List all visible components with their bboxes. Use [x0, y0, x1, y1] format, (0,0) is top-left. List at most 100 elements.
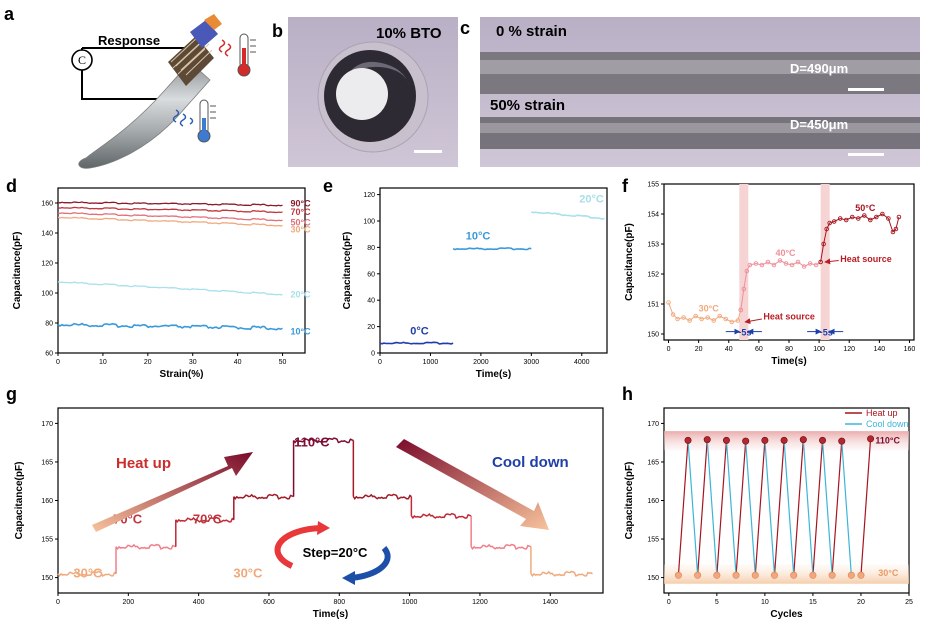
- band-30: [664, 564, 909, 584]
- cool-down-arrow: [396, 439, 549, 530]
- x-tick-label: 1400: [542, 599, 558, 606]
- panel-label-f: f: [622, 176, 629, 196]
- y-tick-label: 120: [41, 261, 53, 268]
- x-tick-label: 10: [99, 359, 107, 366]
- y-tick-label: 160: [41, 498, 53, 505]
- legend-cool-label: Cool down: [866, 419, 909, 429]
- series-line: [57, 322, 283, 331]
- x-tick-label: 60: [755, 346, 763, 353]
- heat-window: [739, 184, 749, 340]
- step-label: 30°C: [233, 565, 263, 580]
- step-label: 110°C: [294, 434, 330, 449]
- x-axis-label: Time(s): [771, 356, 806, 367]
- series-line: [57, 206, 283, 214]
- series-line: [352, 493, 412, 500]
- y-tick-label: 160: [41, 201, 53, 208]
- heat-up-segment: [697, 439, 708, 576]
- data-point: [847, 571, 855, 579]
- data-point: [703, 436, 711, 444]
- data-point: [732, 571, 740, 579]
- x-tick-label: 0: [56, 599, 60, 606]
- x-tick-label: 20: [144, 359, 152, 366]
- legend-heat-label: Heat up: [866, 408, 898, 418]
- duration-label: ~5s: [736, 328, 751, 338]
- y-tick-label: 150: [647, 332, 659, 339]
- x-tick-label: 3000: [524, 359, 540, 366]
- data-point: [818, 259, 823, 265]
- heat-source-arrow: [744, 318, 762, 325]
- band-label: 110°C: [875, 435, 900, 445]
- y-tick-label: 170: [647, 421, 659, 428]
- y-tick-label: 154: [647, 212, 659, 219]
- y-tick-label: 165: [41, 459, 53, 466]
- x-tick-label: 5: [715, 599, 719, 606]
- panel-label-d: d: [6, 176, 17, 196]
- x-tick-label: 400: [193, 599, 205, 606]
- bto-label: 10% BTO: [376, 25, 442, 42]
- data-point: [801, 264, 807, 269]
- heat-up-segment: [773, 440, 785, 576]
- panel-label-h: h: [622, 384, 633, 404]
- data-point: [770, 571, 778, 579]
- data-point: [741, 286, 747, 292]
- heat-up-segment: [793, 439, 804, 576]
- series-label: 50°C: [291, 217, 312, 227]
- y-axis-label: Capacitance(pF): [342, 232, 353, 310]
- band-label: 30°C: [878, 568, 899, 578]
- y-tick-label: 165: [647, 459, 659, 466]
- data-point: [684, 436, 692, 444]
- x-axis-label: Time(s): [476, 369, 511, 380]
- y-tick-label: 0: [371, 351, 375, 358]
- data-point: [694, 571, 702, 579]
- data-point: [753, 261, 759, 266]
- series-line: [57, 281, 283, 296]
- series-line: [57, 201, 283, 207]
- data-point: [747, 262, 753, 268]
- x-tick-label: 1200: [472, 599, 488, 606]
- heat-source-label: Heat source: [763, 312, 815, 322]
- y-tick-label: 152: [647, 272, 659, 279]
- x-tick-label: 2000: [473, 359, 489, 366]
- cycle-arrow-blue-head: [342, 571, 355, 585]
- data-point: [783, 261, 789, 266]
- y-axis-label: Capacitance(pF): [14, 462, 25, 540]
- series-line: [530, 211, 605, 220]
- series-line: [470, 543, 532, 551]
- data-point: [705, 315, 710, 320]
- data-point: [824, 226, 829, 232]
- data-point: [896, 214, 902, 220]
- data-point: [809, 571, 817, 579]
- x-tick-label: 50: [279, 359, 287, 366]
- series-line: [293, 437, 354, 444]
- series-line: [452, 247, 532, 251]
- x-tick-label: 100: [813, 346, 825, 353]
- y-tick-label: 150: [647, 575, 659, 582]
- data-point: [761, 436, 769, 444]
- step-size-label: Step=20°C: [303, 545, 368, 560]
- data-point: [765, 259, 771, 265]
- data-point: [713, 571, 721, 579]
- data-point: [711, 318, 716, 323]
- panel-label-e: e: [323, 176, 333, 196]
- series-line: [57, 216, 283, 227]
- y-tick-label: 60: [45, 351, 53, 358]
- data-point: [850, 214, 855, 220]
- data-point: [699, 316, 704, 322]
- series-label: 10°C: [466, 230, 491, 242]
- strain-0-label: 0 % strain: [496, 23, 567, 40]
- series-line: [57, 212, 283, 222]
- x-axis-label: Strain(%): [160, 369, 204, 380]
- data-point: [795, 259, 801, 265]
- x-tick-label: 0: [56, 359, 60, 366]
- series-label: 10°C: [291, 326, 312, 336]
- y-tick-label: 160: [647, 498, 659, 505]
- y-tick-label: 155: [41, 537, 53, 544]
- heat-up-segment: [860, 438, 872, 576]
- series-line: [530, 570, 593, 578]
- x-tick-label: 80: [785, 346, 793, 353]
- y-axis-label: Capacitance(pF): [624, 223, 635, 301]
- heat-up-segment: [754, 440, 766, 576]
- diameter-0-label: D=490μm: [790, 61, 848, 76]
